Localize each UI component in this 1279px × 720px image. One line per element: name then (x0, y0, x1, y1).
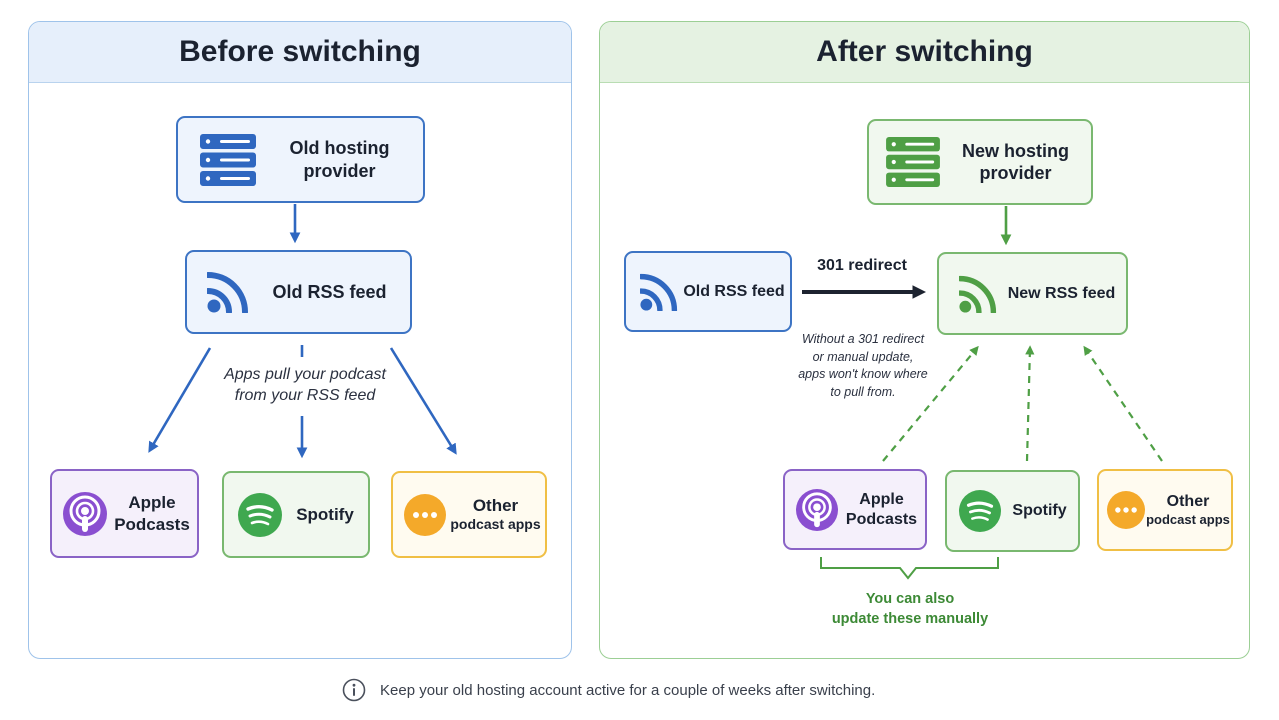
apple-podcasts-box-after: Apple Podcasts (783, 469, 927, 550)
old-rss-feed-label: Old RSS feed (272, 281, 387, 302)
other-apps-box-before: Other podcast apps (391, 471, 547, 558)
apps-pull-note-line2: from your RSS feed (234, 386, 376, 404)
podcast-icon (63, 491, 107, 536)
old-host-label-line2: provider (303, 160, 376, 181)
server-icon (200, 133, 256, 186)
manual-update-note: You can also update these manually (810, 590, 1010, 629)
other-label-line2-after: podcast apps (1146, 511, 1230, 527)
server-icon (886, 137, 940, 187)
spotify-icon (238, 492, 282, 537)
spotify-icon (959, 490, 1001, 532)
more-icon (1107, 491, 1145, 529)
old-host-label-line1: Old hosting (289, 138, 390, 158)
new-rss-feed-label: New RSS feed (1007, 284, 1116, 302)
apple-label-line2: Podcasts (114, 514, 190, 534)
before-panel-title: Before switching (29, 22, 571, 83)
apple-label-line2-after: Podcasts (845, 510, 918, 528)
info-icon (342, 678, 366, 702)
new-rss-feed-box: New RSS feed (937, 252, 1128, 335)
old-rss-feed-box-after: Old RSS feed (624, 251, 792, 332)
apps-pull-note: Apps pull your podcast from your RSS fee… (205, 365, 405, 407)
old-hosting-provider-box: Old hosting provider (176, 116, 425, 203)
redirect-note-line2: or manual update, (812, 349, 914, 364)
apple-podcasts-box-before: Apple Podcasts (50, 469, 199, 558)
redirect-warning-note: Without a 301 redirect or manual update,… (784, 331, 942, 401)
old-rss-feed-box: Old RSS feed (185, 250, 412, 334)
manual-note-line1: You can also (865, 591, 955, 607)
spotify-label: Spotify (296, 504, 354, 524)
rss-icon (207, 272, 248, 313)
spotify-label-after: Spotify (1012, 502, 1067, 519)
new-hosting-provider-box: New hosting provider (867, 119, 1093, 205)
redirect-note-line1: Without a 301 redirect (801, 332, 925, 346)
new-host-label-line1: New hosting (962, 140, 1069, 161)
spotify-box-before: Spotify (222, 471, 370, 558)
manual-note-line2: update these manually (831, 610, 989, 627)
apple-label-line1-after: Apple (859, 490, 904, 508)
redirect-label: 301 redirect (817, 257, 907, 274)
other-label-line1: Other (472, 496, 519, 516)
footer-text: Keep your old hosting account active for… (380, 681, 876, 699)
footer-tip: Keep your old hosting account active for… (342, 678, 875, 702)
after-panel-title: After switching (600, 22, 1249, 83)
rss-icon (640, 273, 678, 311)
other-label-line1-after: Other (1166, 492, 1210, 510)
apple-label-line1: Apple (128, 493, 176, 513)
rss-icon (959, 275, 997, 313)
apps-pull-note-line1: Apps pull your podcast (224, 366, 386, 383)
redirect-note-line4: to pull from. (830, 384, 896, 399)
spotify-box-after: Spotify (945, 470, 1080, 552)
old-rss-feed-label-after: Old RSS feed (683, 282, 785, 300)
other-label-line2: podcast apps (450, 516, 541, 533)
more-icon (404, 493, 446, 536)
podcast-icon (796, 488, 838, 531)
other-apps-box-after: Other podcast apps (1097, 469, 1233, 551)
new-host-label-line2: provider (979, 163, 1052, 183)
redirect-note-line3: apps won't know where (798, 367, 928, 381)
